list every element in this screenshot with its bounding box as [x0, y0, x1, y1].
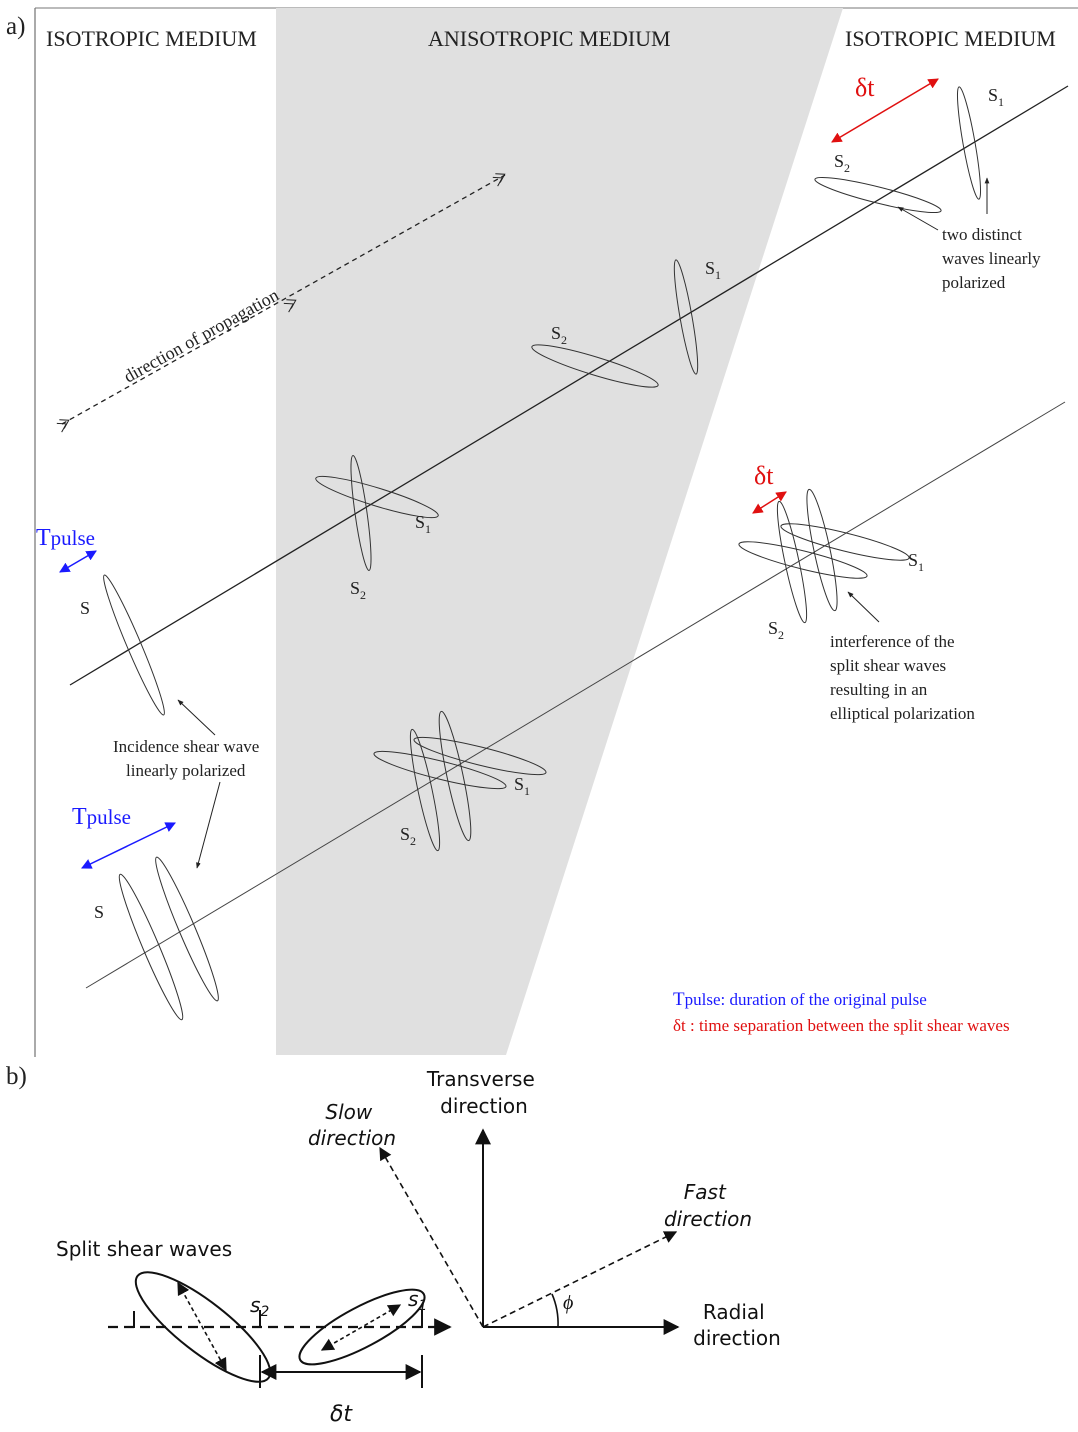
- distinct-pointer-1: [897, 206, 939, 231]
- b-s2-label: s2: [250, 1293, 269, 1320]
- b-s1-label: s1: [408, 1287, 427, 1314]
- region-left-label: ISOTROPIC MEDIUM: [46, 26, 257, 51]
- lower-ray: [85, 401, 1066, 989]
- upper-split1-s1-label: S1: [415, 512, 431, 536]
- propagation-chevron-end: [492, 173, 506, 187]
- lower-tpulse-arrow: [81, 822, 176, 869]
- phi-arc: [551, 1293, 559, 1328]
- split-shear-label: Split shear waves: [56, 1237, 232, 1261]
- upper-dt-arrow: [831, 78, 939, 143]
- legend-tpulse: Tpulse: duration of the original pulse: [673, 989, 927, 1010]
- panel-a-label: a): [6, 13, 25, 40]
- lower-split1-h2: [413, 736, 547, 776]
- upper-split2-s1: [673, 259, 699, 375]
- b-dt-label: δt: [330, 1402, 353, 1427]
- upper-split2-s2: [531, 344, 659, 388]
- upper-split1-s1: [315, 475, 439, 519]
- incidence-pointer-1: [177, 699, 216, 736]
- lower-dt-arrow: [752, 491, 787, 514]
- upper-split1-s2: [350, 455, 372, 571]
- incidence-pointer-2: [196, 781, 221, 869]
- radial-label: Radial direction: [693, 1300, 781, 1350]
- incidence-annotation: Incidence shear wave linearly polarized: [113, 737, 264, 780]
- upper-incident-label: S: [80, 598, 90, 618]
- slow-label: Slow direction: [308, 1100, 396, 1150]
- interference-annotation: interference of the split shear waves re…: [830, 632, 975, 723]
- panel-b-label: b): [6, 1063, 27, 1090]
- upper-output-s1: [956, 86, 982, 200]
- upper-split1-s2-label: S2: [350, 578, 366, 602]
- b-s2-polarization-arrow: [177, 1281, 227, 1372]
- lower-split1-s2-label: S2: [400, 824, 416, 848]
- lower-output-s2-label: S2: [768, 618, 784, 642]
- fast-axis: [482, 1231, 678, 1328]
- propagation-chevron-mid: [283, 299, 297, 313]
- phi-label: ϕ: [563, 1292, 573, 1314]
- lower-output-h2: [780, 523, 910, 561]
- distinct-annotation: two distinct waves linearly polarized: [942, 225, 1045, 292]
- slow-axis: [379, 1146, 484, 1328]
- upper-output-s2: [814, 176, 942, 214]
- upper-incident-wave: [103, 574, 165, 716]
- upper-ray: [69, 85, 1069, 686]
- lower-tpulse-label: Tpulse: [72, 804, 131, 830]
- upper-split2-s1-label: S1: [705, 258, 721, 282]
- lower-output-s1-label: S1: [908, 550, 924, 574]
- lower-dt-label: δt: [754, 461, 774, 490]
- region-middle-label: ANISOTROPIC MEDIUM: [428, 26, 671, 51]
- fast-label: Fast direction: [664, 1180, 752, 1231]
- lower-output-v2: [806, 488, 838, 612]
- b-s1-polarization-arrow: [320, 1304, 402, 1351]
- propagation-arrow: [61, 174, 506, 425]
- lower-split1-v2: [438, 710, 472, 842]
- panel-a-diagram: a) ISOTROPIC MEDIUM ANISOTROPIC MEDIUM I…: [6, 7, 1078, 1057]
- lower-split1-h1: [373, 750, 507, 790]
- upper-tpulse-arrow: [59, 550, 97, 573]
- upper-dt-label: δt: [855, 73, 875, 102]
- anisotropic-region: [276, 8, 843, 1055]
- upper-split2-s2-label: S2: [551, 323, 567, 347]
- upper-output-s1-label: S1: [988, 85, 1004, 109]
- legend-dt: δt : time separation between the split s…: [673, 1016, 1010, 1035]
- lower-incident-label: S: [94, 902, 104, 922]
- upper-tpulse-label: Tpulse: [36, 525, 95, 551]
- lower-split1-v1: [409, 728, 441, 852]
- lower-split1-s1-label: S1: [514, 774, 530, 798]
- region-right-label: ISOTROPIC MEDIUM: [845, 26, 1056, 51]
- propagation-chevron-start: [56, 419, 70, 433]
- interference-pointer: [847, 591, 880, 623]
- transverse-label: Transverse direction: [426, 1067, 541, 1118]
- upper-output-s2-label: S2: [834, 151, 850, 175]
- lower-incident-wave-1: [118, 873, 184, 1021]
